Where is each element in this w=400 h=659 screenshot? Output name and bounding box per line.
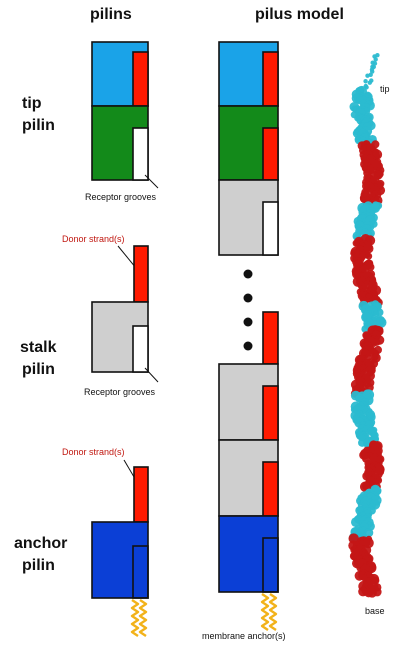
label-tip-pilin: pilin [22, 117, 55, 134]
header-pilins: pilins [90, 6, 132, 23]
label-stalk-pilin: pilin [22, 361, 55, 378]
structure-bead [365, 252, 373, 260]
receptor-groove [262, 201, 279, 256]
model-anchor-subunit [218, 515, 279, 593]
donor-strand [262, 311, 279, 365]
donor-strand [262, 385, 279, 441]
structure-bead [373, 57, 378, 62]
structure-bead [372, 61, 378, 66]
label-tip: tip [22, 95, 42, 112]
ellipsis-dot [243, 317, 253, 327]
ellipsis-dot [243, 269, 253, 279]
donor-strands-label-1: Donor strand(s) [62, 234, 125, 244]
receptor-groove [262, 537, 279, 593]
structure-base-label: base [365, 606, 385, 616]
callout-line [144, 367, 159, 383]
callout-line [144, 174, 159, 189]
tip-pilin-left [91, 41, 149, 181]
ellipsis-dot [243, 341, 253, 351]
structure-bead [363, 79, 368, 84]
structure-bead [358, 586, 368, 597]
ellipsis-dot [243, 293, 253, 303]
receptor-groove [132, 545, 149, 599]
donor-strands-label-2: Donor strand(s) [62, 447, 125, 457]
pilus-model-column [218, 41, 279, 593]
donor-strand [262, 127, 279, 181]
structure-bead [372, 353, 379, 361]
receptor-grooves-label-1: Receptor grooves [85, 192, 157, 202]
stalk-pilin-left [91, 245, 149, 373]
receptor-grooves-label-2: Receptor grooves [84, 387, 156, 397]
donor-strand [262, 51, 279, 107]
pilus-3d-structure [348, 53, 387, 598]
structure-bead [365, 73, 370, 78]
structure-tip-label: tip [380, 84, 390, 94]
structure-bead [358, 438, 367, 447]
donor-strand [262, 461, 279, 517]
membrane-anchor-label: membrane anchor(s) [202, 631, 286, 641]
header-pilus-model: pilus model [255, 6, 344, 23]
donor-strand [133, 245, 149, 303]
label-stalk: stalk [20, 339, 57, 356]
anchor-subunit [91, 521, 149, 599]
callout-line [117, 245, 137, 269]
receptor-groove [132, 325, 149, 373]
donor-strand [133, 466, 149, 523]
label-anchor-pilin: pilin [22, 557, 55, 574]
anchor-pilin-left [91, 466, 149, 599]
membrane-anchor-model [260, 593, 278, 631]
membrane-anchor-left [130, 599, 148, 637]
receptor-groove [132, 127, 149, 181]
donor-strand [132, 51, 149, 107]
structure-bead [361, 325, 370, 334]
structure-bead [372, 310, 380, 318]
structure-bead [367, 80, 372, 85]
structure-bead [351, 517, 361, 527]
label-anchor: anchor [14, 535, 67, 552]
